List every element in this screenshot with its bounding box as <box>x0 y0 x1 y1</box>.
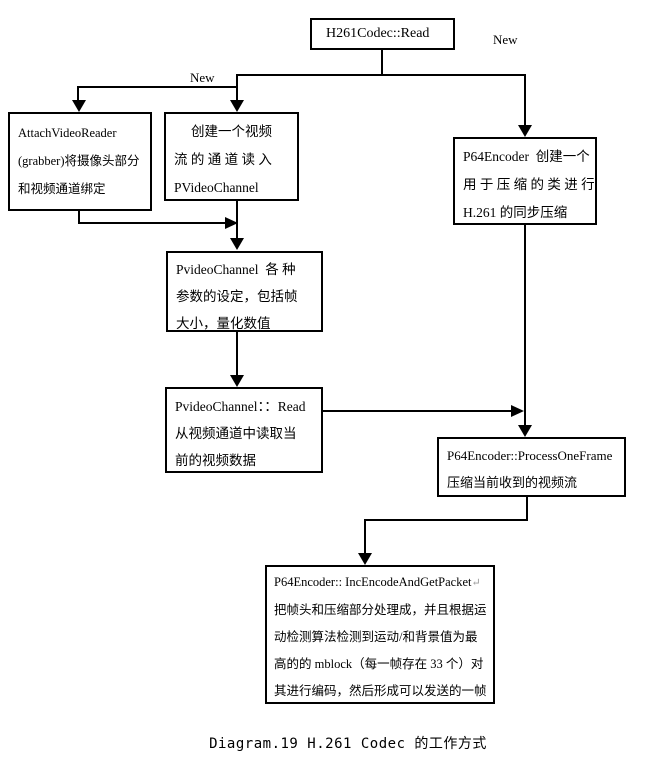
connector-params-to-read <box>236 332 238 376</box>
connector-attach-down <box>78 210 80 224</box>
connector-to-create-channel <box>236 74 238 102</box>
arrowhead-down-icon <box>230 375 244 387</box>
box-text-line: PvideoChannel 各 种 <box>176 262 296 277</box>
connector-process-across <box>364 519 528 521</box>
box-text-line: P64Encoder:: IncEncodeAndGetPacket↵ <box>267 569 493 597</box>
arrowhead-down-icon <box>230 238 244 250</box>
box-text-line: H.261 的同步压缩 <box>463 205 568 220</box>
label-new-right: New <box>493 32 518 47</box>
box-text-line: 大小，量化数值 <box>176 316 271 331</box>
flow-box-h261codec-read: H261Codec::Read <box>310 18 455 50</box>
box-text-line: 创建一个视频 <box>191 124 272 139</box>
box-text-line: 动检测算法检测到运动/和背景值为最 <box>274 630 478 644</box>
box-text-line: 用 于 压 缩 的 类 进 行 <box>463 177 595 192</box>
box-text-line: 参数的设定，包括帧 <box>176 289 298 304</box>
connector-left-branch <box>77 86 238 88</box>
connector-process-down <box>526 497 528 521</box>
box-text-line: 从视频通道中读取当 <box>175 426 297 441</box>
box-text-line: 高的的 mblock（每一帧存在 33 个）对 <box>274 657 484 671</box>
connector-attach-merge <box>78 222 225 224</box>
connector-read-to-process <box>323 410 512 412</box>
arrowhead-down-icon <box>358 553 372 565</box>
box-text-line: H261Codec::Read <box>326 26 430 41</box>
connector-to-encode-box <box>364 519 366 555</box>
connector-p64-to-process <box>524 225 526 426</box>
diagram-caption: Diagram.19 H.261 Codec 的工作方式 <box>209 736 487 752</box>
box-text-line: P64Encoder::ProcessOneFrame <box>447 448 613 463</box>
label-new-left: New <box>190 70 215 85</box>
box-text-line: AttachVideoReader <box>18 126 117 140</box>
flow-box-pvideochannel-read: PvideoChannel：：Read 从视频通道中读取当 前的视频数据 <box>165 387 323 473</box>
box-text-line: 前的视频数据 <box>175 453 256 468</box>
connector-upper-branch <box>236 74 526 76</box>
connector-top-stem <box>381 50 383 76</box>
arrowhead-down-icon <box>72 100 86 112</box>
box-text-line: 压缩当前收到的视频流 <box>447 475 578 490</box>
flow-box-attach-video-reader: AttachVideoReader (grabber)将摄像头部分 和视频通道绑… <box>8 112 152 211</box>
arrowhead-right-icon <box>511 405 524 417</box>
arrowhead-down-icon <box>230 100 244 112</box>
flow-box-pvideochannel-params: PvideoChannel 各 种 参数的设定，包括帧 大小，量化数值 <box>166 251 323 332</box>
box-text: P64Encoder:: IncEncodeAndGetPacket <box>274 575 472 589</box>
carriage-return-icon: ↵ <box>471 577 481 589</box>
connector-to-p64encoder <box>524 74 526 127</box>
flow-box-inc-encode-get-packet: P64Encoder:: IncEncodeAndGetPacket↵ 把帧头和… <box>265 565 495 704</box>
arrowhead-down-icon <box>518 125 532 137</box>
box-text-line: 其进行编码，然后形成可以发送的一帧 <box>274 684 487 698</box>
box-text-line: 和视频通道绑定 <box>18 182 106 196</box>
flow-box-create-video-channel: 创建一个视频 流 的 通 道 读 入 PVideoChannel <box>164 112 299 201</box>
arrowhead-right-icon <box>225 217 238 229</box>
box-text-line: PvideoChannel：：Read <box>175 399 306 414</box>
box-text-line: (grabber)将摄像头部分 <box>18 154 140 168</box>
box-text-line: 流 的 通 道 读 入 <box>174 152 272 167</box>
arrowhead-down-icon <box>518 425 532 437</box>
flow-box-process-one-frame: P64Encoder::ProcessOneFrame 压缩当前收到的视频流 <box>437 437 626 497</box>
box-text-line: PVideoChannel <box>174 180 259 195</box>
box-text-line: P64Encoder 创建一个 <box>463 149 590 164</box>
box-text-line: 把帧头和压缩部分处理成，并且根据运 <box>274 603 487 617</box>
flow-box-p64encoder-create: P64Encoder 创建一个 用 于 压 缩 的 类 进 行 H.261 的同… <box>453 137 597 225</box>
connector-to-attach-reader <box>77 86 79 102</box>
